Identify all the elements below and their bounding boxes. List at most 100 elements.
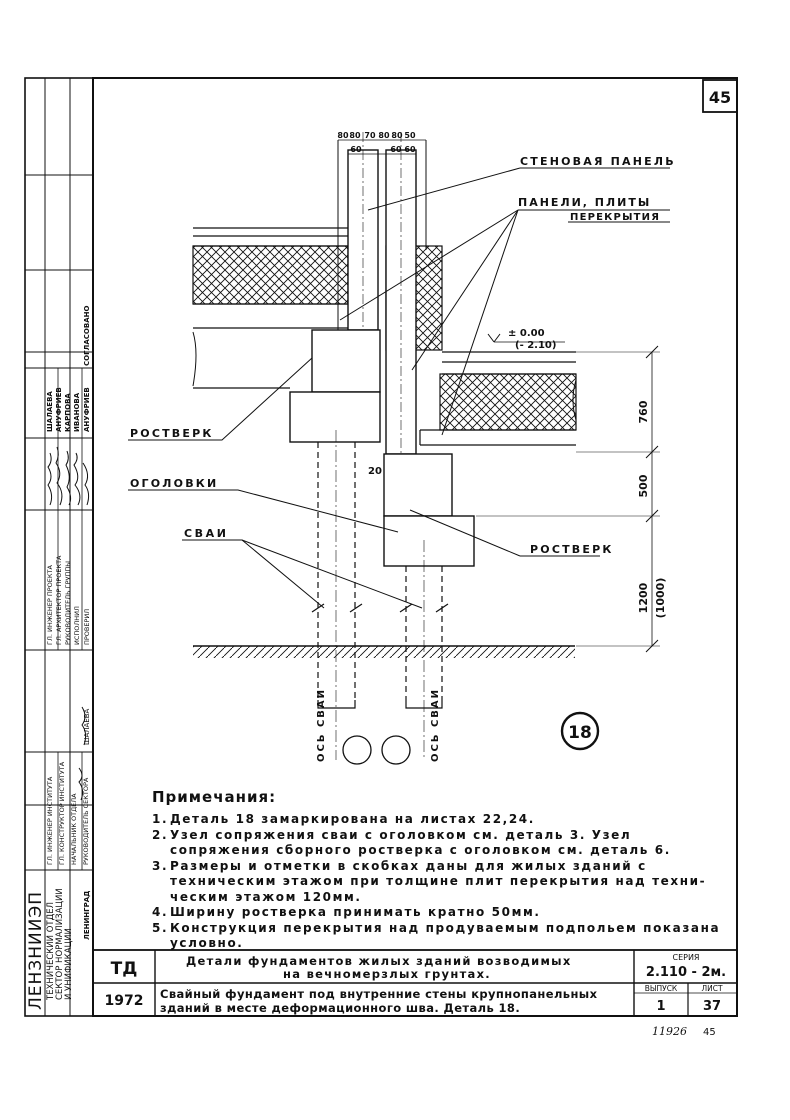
name-1: ШАЛАЕВА	[46, 391, 54, 432]
note-item: 1.Деталь 18 замаркирована на листах 22,2…	[152, 812, 742, 828]
note-text: Ширину ростверка принимать кратно 50мм.	[170, 905, 541, 919]
dim-top-9: 60	[404, 145, 416, 154]
label-pile-axis-left: ОСЬ СВАИ	[316, 688, 327, 762]
label-pile-axis-right: ОСЬ СВАИ	[430, 688, 441, 762]
org-line-1: ТЕХНИЧЕСКИЙ ОТДЕЛ	[44, 902, 56, 1001]
level-marks: ± 0.00 (- 2.10)	[487, 328, 565, 353]
name-4: ИВАНОВА	[73, 392, 81, 432]
note-text: Деталь 18 замаркирована на листах 22,24.	[170, 812, 535, 826]
side-stamp: ЛЕНЗНИИЭП ТЕХНИЧЕСКИЙ ОТДЕЛ СЕКТОР НОРМА…	[24, 77, 94, 1017]
role-1: ГЛ. ИНЖЕНЕР ИНСТИТУТА	[46, 776, 54, 865]
tb-title-2: на вечномерзлых грунтах.	[283, 967, 491, 981]
note-number: 5.	[152, 920, 169, 935]
role2-4: ИСПОЛНИЛ	[73, 606, 81, 645]
name-3: КАРПОВА	[64, 393, 72, 432]
dim-right-760: 760	[637, 400, 650, 423]
detail-marker	[560, 711, 600, 751]
dim-right-1200: 1200	[637, 582, 650, 613]
name-2: АНУФРИЕВ	[55, 387, 63, 432]
signatures	[47, 446, 90, 801]
bottom-name: ШАЛАЕВА	[83, 708, 91, 745]
sheet-number: 45	[709, 88, 731, 107]
pile-cap-left	[289, 391, 381, 443]
label-floor-slabs-2: ПЕРЕКРЫТИЯ	[570, 212, 660, 223]
tb-code: ТД	[111, 959, 138, 979]
pile-axis-circle-right	[381, 735, 411, 765]
top-dimensions: 80 80 70 80 80 50 60 60 60	[337, 131, 426, 155]
dim-top-6: 50	[404, 131, 416, 140]
tb-issue-label: ВЫПУСК	[645, 984, 678, 993]
label-wall-panel: СТЕНОВАЯ ПАНЕЛЬ	[520, 155, 676, 168]
org-line-2: СЕКТОР НОРМАЛИЗАЦИИ	[55, 888, 65, 1000]
note-item: 5.Конструкция перекрытия над продуваемым…	[152, 921, 742, 952]
dim-20: 20	[368, 466, 382, 477]
detail-drawing: 80 80 70 80 80 50 60 60 60 760 500	[128, 131, 676, 765]
label-grillage-right: РОСТВЕРК	[530, 543, 614, 556]
label-piles: СВАИ	[184, 527, 229, 540]
detail-number: 18	[568, 723, 592, 743]
role-3: НАЧАЛЬНИК ОТДЕЛА	[70, 793, 78, 865]
note-text: Узел сопряжения сваи с оголовком см. дет…	[170, 827, 671, 858]
tb-series-value: 2.110 - 2м.	[646, 965, 726, 980]
tb-subtitle-2: зданий в месте деформационного шва. Дета…	[160, 1001, 520, 1015]
sheet-number-box: 45	[702, 79, 738, 113]
title-block: ТД 1972 Детали фундаментов жилых зданий …	[92, 949, 738, 1017]
pile-cap-right	[383, 515, 475, 567]
agreed-label: СОГЛАСОВАНО	[83, 306, 91, 366]
level-zero: ± 0.00	[508, 328, 545, 339]
role-4: РУКОВОДИТЕЛЬ СЕКТОРА	[82, 777, 90, 865]
notes-list: 1.Деталь 18 замаркирована на листах 22,2…	[152, 812, 742, 952]
tb-series-label: СЕРИЯ	[672, 953, 699, 962]
note-number: 3.	[152, 858, 169, 873]
tb-year: 1972	[105, 993, 144, 1009]
note-number: 1.	[152, 812, 169, 826]
name-5: АНУФРИЕВ	[83, 387, 91, 432]
dim-top-7: 60	[350, 145, 362, 154]
leader-lines	[128, 167, 670, 609]
org-line-3: И УНИФИКАЦИИ	[64, 928, 74, 1000]
org-name: ЛЕНЗНИИЭП	[26, 891, 46, 1010]
role-2: ГЛ. КОНСТРУКТОР ИНСТИТУТА	[58, 761, 66, 865]
note-number: 2.	[152, 827, 169, 842]
role2-2: ГЛ. АРХИТЕКТОР ПРОЕКТА	[55, 555, 63, 645]
label-pile-caps: ОГОЛОВКИ	[130, 477, 218, 490]
note-text: Размеры и отметки в скобках даны для жил…	[170, 858, 707, 904]
dim-top-2: 80	[349, 131, 361, 140]
dim-top-4: 80	[378, 131, 390, 140]
footer-inventory: 11926	[652, 1025, 687, 1038]
tb-sheet-value: 37	[703, 999, 721, 1014]
grillage-block-left	[311, 329, 381, 393]
pile-axis-circle-left	[342, 735, 372, 765]
note-number: 4.	[152, 905, 169, 919]
tb-subtitle-1: Свайный фундамент под внутренние стены к…	[160, 987, 598, 1001]
level-minus: (- 2.10)	[515, 340, 556, 351]
left-insulation	[192, 245, 349, 305]
dim-right-1000: (1000)	[654, 578, 667, 619]
ground-hatch	[193, 646, 575, 658]
tb-sheet-label: ЛИСТ	[701, 984, 722, 993]
role2-5: ПРОВЕРИЛ	[83, 609, 91, 645]
right-floor-insulation	[439, 373, 577, 431]
notes-title: Примечания:	[152, 788, 277, 806]
grillage-block-right	[383, 453, 453, 517]
footer-page: 45	[703, 1027, 716, 1038]
label-grillage-left: РОСТВЕРК	[130, 427, 214, 440]
label-floor-slabs-1: ПАНЕЛИ, ПЛИТЫ	[518, 196, 651, 209]
note-item: 2.Узел сопряжения сваи с оголовком см. д…	[152, 828, 742, 859]
dim-top-5: 80	[391, 131, 403, 140]
role2-1: ГЛ. ИНЖЕНЕР ПРОЕКТА	[46, 565, 54, 645]
note-item: 3.Размеры и отметки в скобках даны для ж…	[152, 859, 742, 906]
right-dimensions: 760 500 1200 (1000)	[476, 345, 667, 653]
role2-3: РУКОВОДИТЕЛЬ ГРУППЫ	[64, 561, 72, 645]
dim-top-8: 60	[390, 145, 402, 154]
note-item: 4.Ширину ростверка принимать кратно 50мм…	[152, 905, 742, 921]
tb-title-1: Детали фундаментов жилых зданий возводим…	[186, 954, 572, 968]
note-text: Конструкция перекрытия над продуваемым п…	[170, 920, 721, 951]
tb-issue-value: 1	[656, 999, 665, 1014]
dim-top-1: 80	[337, 131, 349, 140]
dim-right-500: 500	[637, 474, 650, 497]
org-city: ЛЕНИНГРАД	[83, 891, 91, 940]
piles	[311, 430, 449, 760]
dim-top-3: 70	[364, 131, 376, 140]
